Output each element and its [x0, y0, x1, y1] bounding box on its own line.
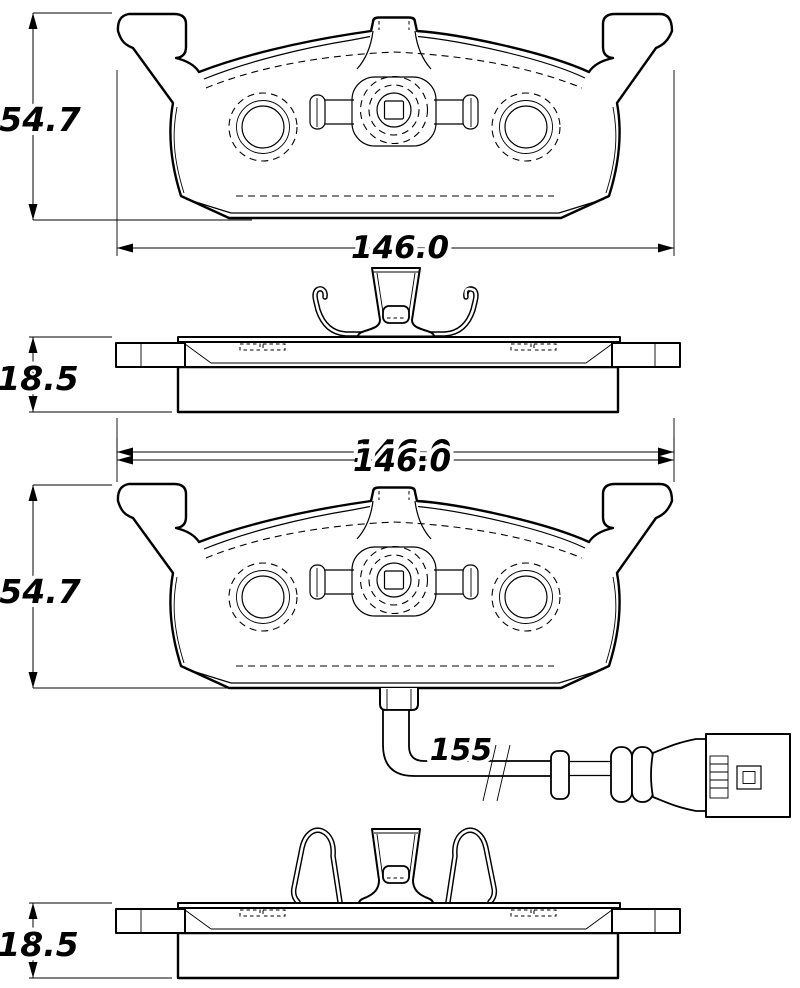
sensor-mount-tab — [379, 688, 419, 711]
dim-thickness-top: 18.5 — [0, 336, 172, 413]
boot-cone — [650, 738, 707, 812]
dim-width-top: 146.0 — [116, 70, 675, 270]
sensor-wire-segment — [569, 760, 611, 777]
dim-thickness-bottom: 18.5 — [0, 902, 172, 979]
connector-latch-inner — [742, 771, 756, 784]
clip-tower-bottom-tab — [382, 865, 410, 884]
spring-clip-top — [312, 267, 479, 338]
dim-label-width-top: 146.0 — [351, 230, 449, 266]
clip-left-arm — [312, 286, 371, 337]
dim-label-sensor-length: 155 — [430, 733, 493, 768]
connector-body — [705, 733, 791, 818]
boot-bellow-1 — [610, 746, 633, 803]
dim-label-thickness-top: 18.5 — [0, 359, 79, 398]
dim-label-height-top: 54.7 — [0, 100, 81, 139]
dim-label-thickness-bottom: 18.5 — [0, 925, 79, 964]
spring-clip-bottom — [290, 827, 498, 905]
clip-right-hairpin — [445, 827, 498, 905]
wear-sensor: 155 — [379, 688, 791, 818]
connector-latch-outer — [736, 765, 762, 790]
sensor-grommet — [550, 750, 570, 800]
dim-label-width-bottom: 146.0 — [353, 443, 451, 479]
clip-left-hairpin — [290, 827, 343, 905]
sensor-connector — [705, 733, 791, 818]
front-view-bottom: 146.0 54.7 — [0, 437, 791, 818]
front-view-top: 54.7 146.0 — [0, 12, 675, 270]
dim-label-width-side: 146.0 — [353, 434, 451, 470]
dim-height-top: 54.7 — [0, 12, 252, 221]
connector-terminals — [709, 755, 729, 799]
side-view-bottom: 18.5 — [0, 827, 682, 980]
clip-right-arm — [420, 286, 479, 337]
clip-tower-tab — [382, 305, 410, 324]
boot-bellow-2 — [631, 746, 654, 803]
dim-width-side: 146.0 — [116, 418, 675, 474]
dim-width-bottom: 146.0 — [116, 437, 675, 483]
dim-height-bottom: 54.7 — [0, 484, 252, 689]
dim-label-height-bottom: 54.7 — [0, 572, 81, 611]
side-view-top: 18.5 146.0 — [0, 267, 682, 474]
wire-break-marks — [482, 744, 511, 802]
clip-tower — [357, 267, 435, 338]
